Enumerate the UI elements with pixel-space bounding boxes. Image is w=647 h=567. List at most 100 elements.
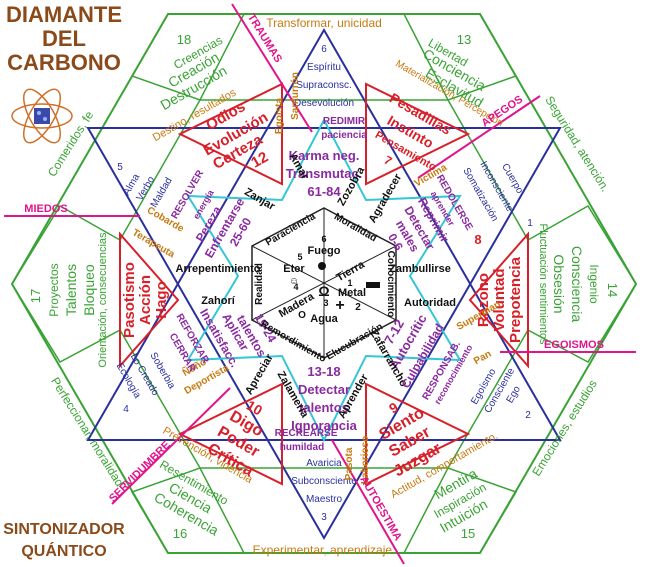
red-triangle-11-text: Pasotismo Acción Hago [121,262,170,338]
red-11-line3: Hago [153,281,170,319]
blue-6-line2: Supraconsc. [296,80,352,91]
purple-top-line3: 61-84 [307,184,341,199]
element-metal: Metal [338,287,366,299]
purple-block-bottom: 13-18 Detectar talentos Ignorancia [291,364,358,433]
green-box-17-line3: Bloqueo [81,264,97,316]
blue-2-num: 2 [525,410,531,421]
element-fuego: Fuego [308,245,341,257]
element-eter: Eter [283,263,305,275]
green-box-17-line1: Proyectos [47,263,61,316]
ring-realidad: Realidad [254,263,265,305]
red-11-line2: Acción [137,275,154,325]
blue-3-line1: Avaricia [306,458,342,469]
purple-bottom-line2: Detectar [298,382,350,397]
green-box-16-num: 16 [173,526,187,541]
ring-conocimiento: Conocimiento [385,251,396,318]
green-box-16-text: Resentimiento Ciencia Coherencia 16 [151,457,230,541]
arrow-autoestima-line [331,439,405,565]
blue-6-num: 6 [321,44,327,55]
label-laborioso: Laborioso [360,436,371,484]
edge-upper-right: Seguridad, atención. [542,93,612,194]
word-zanjar: Zanjar [242,186,277,213]
red-triangle-10 [177,382,283,486]
word-zambullirse: Zambullirse [389,263,451,275]
blue-3-num: 3 [321,512,327,523]
green-box-14-num: 14 [605,283,620,297]
green-box-15-text: Mentira Inspiración Intuición 15 [431,465,490,541]
center-omega-icon: Ω [318,283,329,299]
red-11-line1: Pasotismo [121,262,138,338]
footer-line1: SINTONIZADOR [3,521,125,538]
green-box-15 [402,467,518,554]
purple-bottom-line1: 13-18 [307,364,340,379]
green-box-17-text: 17 Proyectos Talentos Bloqueo [28,263,97,316]
red-10-num: 10 [244,397,266,419]
element-agua: Agua [310,313,338,325]
arrow-egoismos-label: EGOISMOS [544,339,604,351]
green-box-17-num: 17 [28,289,43,303]
hex-axis-d2 [251,245,397,321]
red-12-num: 12 [248,149,271,172]
fuego-num: 6 [321,234,326,244]
red-triangle-7 [365,82,471,186]
green-box-14-line1: Ingenio [587,264,601,304]
label-redimir: REDIMIR [323,116,366,127]
red-8-line1: Razono [475,273,492,327]
word-autoridad: Autoridad [404,297,456,309]
edge-lower-right: Emociones, estudios [529,377,600,478]
blue-1-num: 1 [527,218,533,229]
red-8-line3: Prepotencia [507,256,524,343]
red-triangle-9 [365,382,471,486]
green-box-14-line3: Obsesión [551,254,567,313]
metal-block-icon [366,282,380,288]
blue-4-num: 4 [123,404,129,415]
plus-symbol: + [335,297,344,314]
purple-bottom-line3: talentos [299,400,349,415]
blue-6-line1: Espíritu [307,62,341,73]
edge-top: Transformar, unicidad [266,16,382,30]
eter-num: 5 [297,252,302,262]
smile-icon: ☺ [289,276,299,287]
purple-block-lower-left: Insatisfacc. Aplicar talentos 19-24 [197,306,279,370]
label-egoista: Egoista [274,98,285,135]
blue-triangle-4-text: Soberbia Lo Creado Ecología 4 [114,351,177,415]
purple-top-line2: Transmutac. [286,166,363,181]
label-pasota: Pasota [344,447,355,480]
blue-triangle-5-text: 5 Alma Verbo Maldad [117,162,175,210]
blue-3-line3: Maestro [306,494,343,505]
word-arrepentimiento: Arrepentimiento [176,263,261,275]
arrow-apegos-line [417,95,541,179]
inner-edge-mid-left: Orientación, consecuencias [97,232,109,368]
fuego-dot-icon [318,262,326,270]
label-recrearse: RECREARSE [275,428,338,439]
red-8-num: 8 [474,232,481,247]
blue-triangle-6-text: 6 Espíritu Supraconsc. Desevolución [294,44,354,109]
agua-num: 3 [323,298,328,308]
title-line1: DIAMANTE [6,2,122,27]
purple-top-line1: Karma neg. [289,148,360,163]
madera-num: 4 [293,282,298,292]
metal-num: 2 [355,302,361,313]
label-terapeuta: Terapeuta [130,227,177,260]
red-8-line2: Voluntad [491,268,508,331]
blue-6-line3: Desevolución [294,98,354,109]
cyan-star [186,117,462,443]
label-santurron: Santurrón [290,72,301,120]
ring-paraciencia: Paraciencia [264,211,318,249]
inner-edge-mid-right: Fluctuación sentimientos [537,223,549,345]
tierra-num: 1 [347,278,352,288]
blue-3-line2: Subconsciente [291,476,357,487]
green-box-14-text: 14 Ingenio Consciencia Obsesión [551,246,620,322]
blue-triangle-down [86,127,562,541]
purple-block-top: Karma neg. Transmutac. 61-84 [286,148,363,199]
arrow-autoestima-label: AUTOESTIMA [357,474,404,543]
title-line2: DEL [42,26,86,51]
arrow-miedos-label: MIEDOS [24,203,67,215]
elements: 6 Fuego 5 Eter ☺ Tierra 1 Madera 4 O Met… [277,234,380,325]
purple-bottom-line4: Ignorancia [291,418,358,433]
green-box-14-line2: Consciencia [569,246,585,322]
green-box-13 [402,13,518,101]
arrow-traumas-line [231,3,313,133]
